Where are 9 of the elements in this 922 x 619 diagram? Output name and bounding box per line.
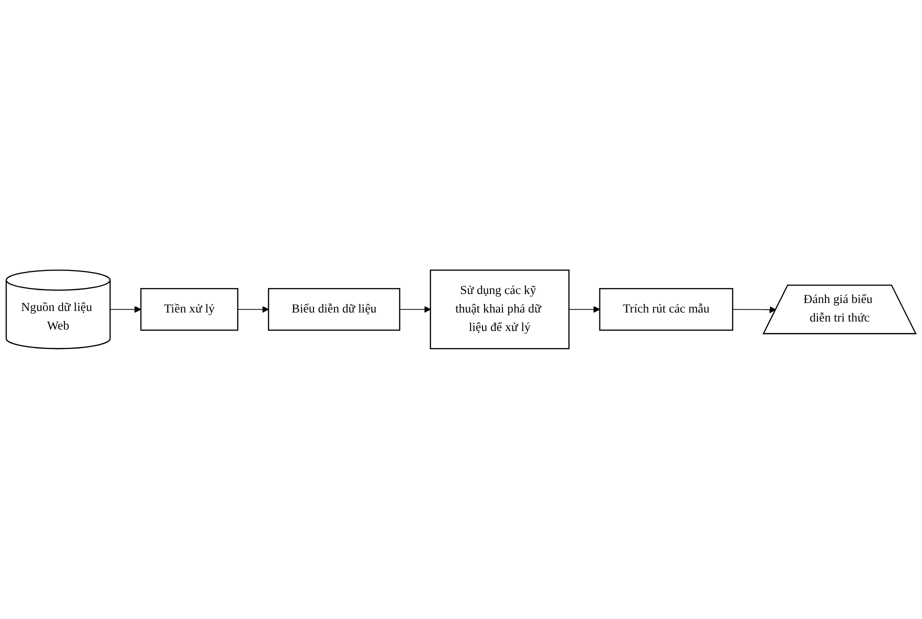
node-box: Trích rút các mẫu — [599, 288, 734, 331]
arrow — [237, 306, 269, 313]
node-box: Tiền xử lý — [140, 288, 238, 331]
arrow — [399, 306, 431, 313]
node-box: Biểu diễn dữ liệu — [268, 288, 400, 331]
arrow — [110, 306, 142, 313]
node-box: Sử dụng các kỹ thuật khai phá dữ liệu để xử lý — [430, 270, 570, 350]
arrow — [568, 306, 600, 313]
arrow — [732, 306, 776, 314]
